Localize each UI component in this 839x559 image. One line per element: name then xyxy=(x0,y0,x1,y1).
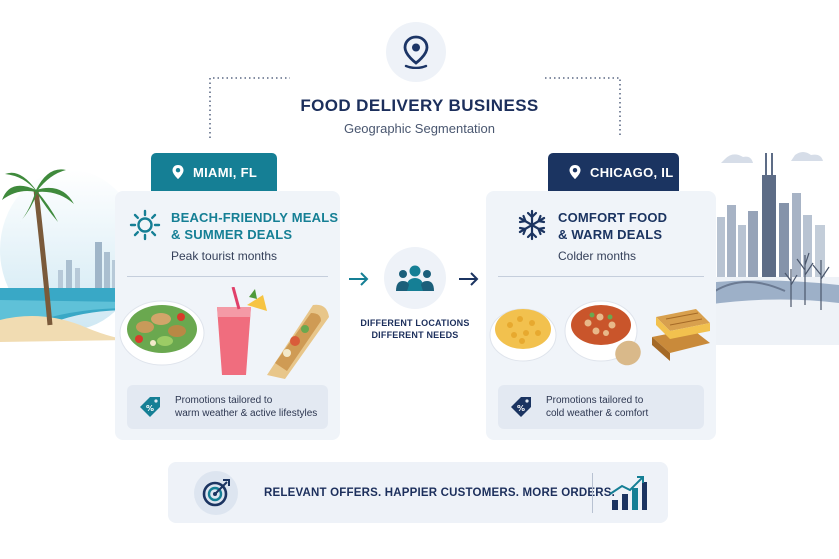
miami-food-illustrations xyxy=(119,287,329,379)
tab-chicago: CHICAGO, IL xyxy=(548,153,679,191)
chicago-promo-line1: Promotions tailored to xyxy=(546,395,644,406)
miami-beach-illustration xyxy=(0,169,130,342)
location-pin-icon xyxy=(403,35,429,69)
chicago-winter-illustration xyxy=(705,152,839,345)
growth-chart-icon xyxy=(609,476,647,510)
header-location-icon xyxy=(386,22,446,82)
chicago-food-illustrations xyxy=(489,300,710,366)
chicago-card-title-line1: COMFORT FOOD xyxy=(558,210,668,225)
mac-and-cheese-icon xyxy=(489,308,557,362)
miami-promo-line2: warm weather & active lifestyles xyxy=(175,408,318,419)
miami-card-subtitle: Peak tourist months xyxy=(171,249,278,263)
center-caption: DIFFERENT LOCATIONS DIFFERENT NEEDS xyxy=(355,317,475,341)
card-divider xyxy=(127,276,328,277)
center-caption-line1: DIFFERENT LOCATIONS xyxy=(360,318,470,328)
page-title: FOOD DELIVERY BUSINESS xyxy=(300,96,539,115)
svg-text:%: % xyxy=(146,404,154,413)
price-tag-icon: % xyxy=(511,397,531,417)
target-icon xyxy=(202,479,230,507)
miami-card: BEACH-FRIENDLY MEALS & SUMMER DEALS Peak… xyxy=(115,191,340,440)
miami-promo: % Promotions tailored to warm weather & … xyxy=(127,385,328,429)
banner-tagline: RELEVANT OFFERS. HAPPIER CUSTOMERS. MORE… xyxy=(264,487,616,499)
svg-text:%: % xyxy=(517,404,525,413)
banner-divider xyxy=(592,473,593,513)
location-pin-icon xyxy=(569,165,581,179)
arrow-right-icon xyxy=(459,272,479,286)
miami-card-title-line2: & SUMMER DEALS xyxy=(171,227,293,242)
tab-miami-label: MIAMI, FL xyxy=(193,164,258,180)
chicago-card-title-line2: & WARM DEALS xyxy=(558,227,663,242)
miami-card-title-line1: BEACH-FRIENDLY MEALS xyxy=(171,210,339,225)
soup-bowl-icon xyxy=(564,300,641,366)
people-group-icon xyxy=(396,265,434,291)
chicago-card: COMFORT FOOD & WARM DEALS Colder months xyxy=(486,191,716,440)
sun-icon xyxy=(129,209,161,241)
target-icon-badge xyxy=(194,471,238,515)
price-tag-icon: % xyxy=(140,397,160,417)
center-caption-line2: DIFFERENT NEEDS xyxy=(371,330,459,340)
tab-miami: MIAMI, FL xyxy=(151,153,277,191)
salad-bowl-icon xyxy=(119,300,205,366)
card-divider xyxy=(498,276,704,277)
grilled-cheese-icon xyxy=(652,309,710,361)
tab-chicago-label: CHICAGO, IL xyxy=(590,164,674,180)
chicago-card-subtitle: Colder months xyxy=(558,249,637,263)
chicago-promo-line2: cold weather & comfort xyxy=(546,408,649,419)
page-subtitle: Geographic Segmentation xyxy=(343,121,496,136)
location-pin-icon xyxy=(172,165,184,179)
chicago-promo: % Promotions tailored to cold weather & … xyxy=(498,385,704,429)
snowflake-icon xyxy=(518,209,546,241)
smoothie-cup-icon xyxy=(217,287,267,375)
connector-lines xyxy=(209,77,621,138)
arrow-right-icon xyxy=(349,272,369,286)
bottom-banner: RELEVANT OFFERS. HAPPIER CUSTOMERS. MORE… xyxy=(168,462,668,523)
wrap-icon xyxy=(267,304,329,379)
miami-promo-line1: Promotions tailored to xyxy=(175,395,273,406)
center-people-icon xyxy=(384,247,446,309)
